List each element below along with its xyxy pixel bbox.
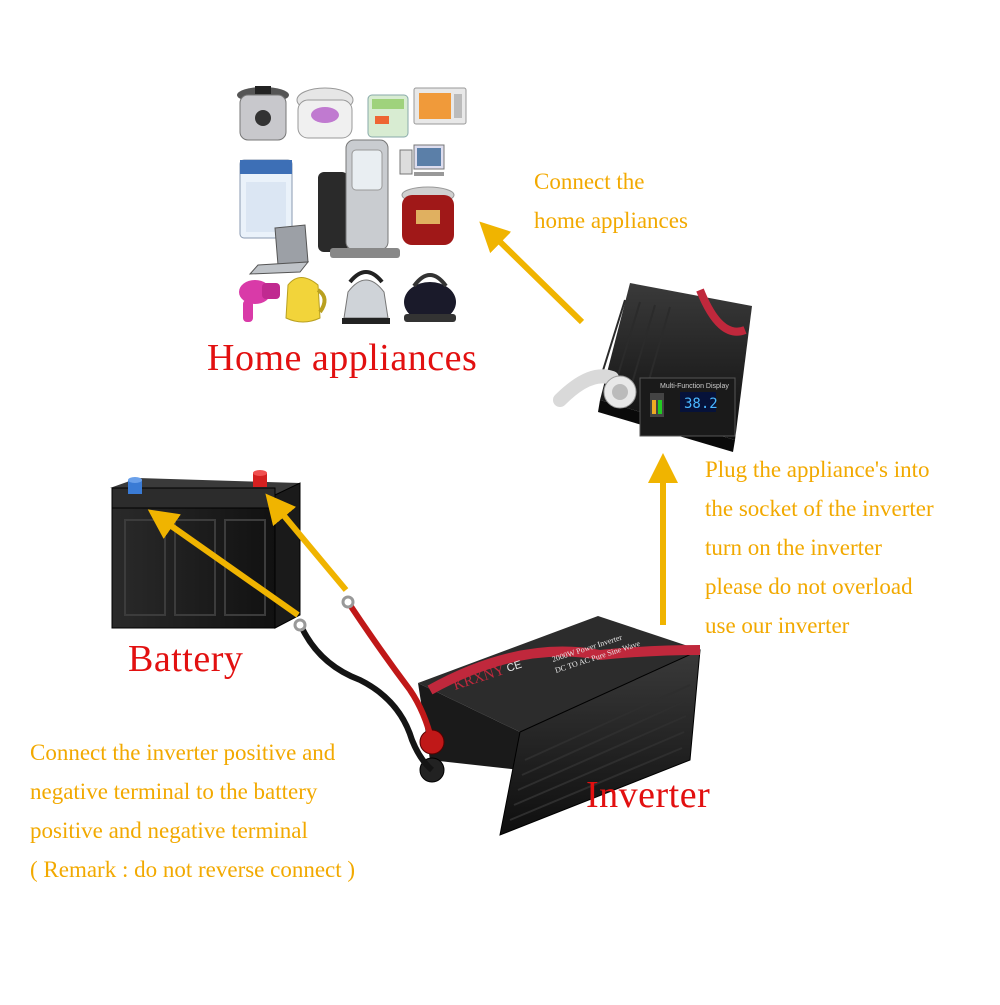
connect-terminals-line-2: negative terminal to the battery xyxy=(30,779,318,804)
laptop-icon xyxy=(248,224,310,275)
steel-kettle-icon xyxy=(342,270,390,324)
connect-terminals-line-1: Connect the inverter positive and xyxy=(30,740,336,765)
plug-in-note: Plug the appliance's into the socket of … xyxy=(705,450,934,645)
home-appliances-label: Home appliances xyxy=(207,337,478,379)
inverter-cert: CE xyxy=(505,659,523,675)
food-processor-icon xyxy=(367,94,409,138)
juicer-icon xyxy=(318,139,400,258)
plug-in-line-3: turn on the inverter xyxy=(705,535,882,560)
microwave-icon xyxy=(413,87,467,125)
arrow-to-negative-terminal xyxy=(147,509,300,618)
pressure-cooker-icon xyxy=(237,86,289,141)
plug-in-line-1: Plug the appliance's into xyxy=(705,457,930,482)
flow-arrows xyxy=(147,221,678,625)
battery-cables xyxy=(293,595,435,773)
yellow-kettle-icon xyxy=(285,277,327,323)
inverter-label: Inverter xyxy=(586,774,711,816)
plug-in-line-5: use our inverter xyxy=(705,613,850,638)
computer-icon xyxy=(399,144,445,176)
led-display xyxy=(680,392,716,412)
red-rice-cooker-icon xyxy=(401,186,455,245)
battery-positive-terminal xyxy=(253,470,267,487)
washing-machine-icon xyxy=(239,159,293,239)
plug-icon xyxy=(553,369,637,409)
connect-terminals-line-4: ( Remark : do not reverse connect ) xyxy=(30,857,356,882)
arrow-to-appliances xyxy=(479,221,585,325)
led-display-value: 38.2 xyxy=(684,396,718,412)
connect-home-line-2: home appliances xyxy=(534,208,688,233)
connect-home-line-1: Connect the xyxy=(534,169,645,194)
plug-in-line-2: the socket of the inverter xyxy=(705,496,934,521)
inverter-illustration: KRXNY CE 2000W Power Inverter DC TO AC P… xyxy=(418,616,701,836)
plug-in-line-4: please do not overload xyxy=(705,574,913,599)
hair-dryer-icon xyxy=(239,280,280,322)
rice-cooker-icon xyxy=(296,87,354,139)
battery-negative-terminal xyxy=(128,477,142,494)
connect-terminals-line-3: positive and negative terminal xyxy=(30,818,308,843)
inverter-display-illustration: Multi-Function Display 38.2 xyxy=(553,283,752,452)
appliances-illustration xyxy=(237,86,467,324)
black-kettle-icon xyxy=(404,273,456,322)
battery-illustration xyxy=(110,470,301,629)
display-panel-label: Multi-Function Display xyxy=(660,383,729,390)
battery-label: Battery xyxy=(128,638,244,680)
connect-home-note: Connect the home appliances xyxy=(534,162,688,240)
arrow-to-positive-terminal xyxy=(265,493,349,592)
connect-terminals-note: Connect the inverter positive and negati… xyxy=(30,733,355,889)
